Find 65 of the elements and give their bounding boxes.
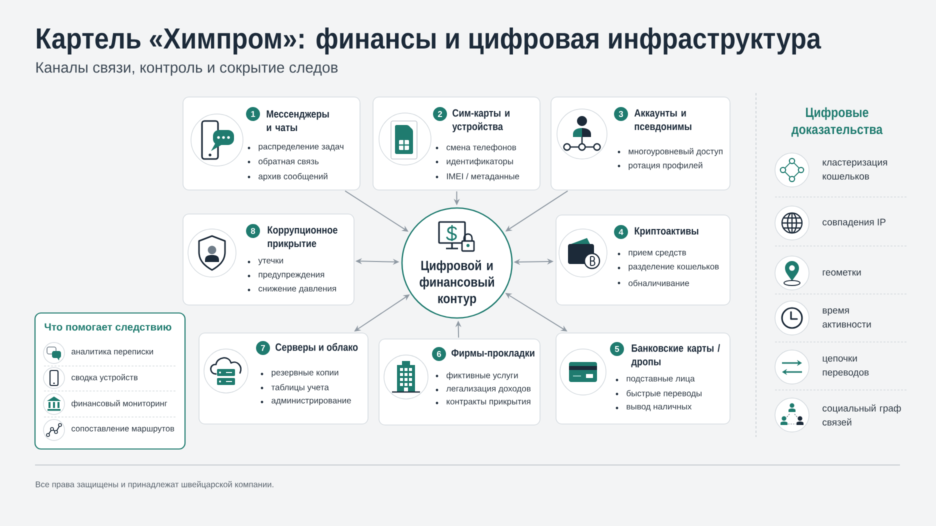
list-item: идентификаторы [446,158,513,166]
card-title: Сим-карты и устройства [452,109,510,132]
list-item: ротация профилей [628,162,702,170]
list-item: фиктивные услуги [446,372,518,380]
info-card [182,96,360,190]
list-item: IMEI / метаданные [447,173,520,181]
card-title: Банковские карты / дропы [631,344,720,368]
list-item: контракты прикрытия [446,400,530,406]
list-item: быстрые переводы [626,390,702,398]
list-item: аналитика переписки [72,350,153,356]
list-item: финансовый мониторинг [72,400,168,408]
info-card [182,214,354,306]
evidence-item: совпадения IP [822,218,886,228]
list-item: смена телефонов [446,144,516,152]
list-item: многоуровневый доступ [628,148,722,156]
list-item: подставные лица [626,376,695,384]
list-item: распределение задач [258,144,344,152]
info-card [556,332,730,424]
number-badge: 1 [246,107,260,121]
info-card [378,338,540,426]
list-item: легализация доходов [446,386,531,394]
list-item: прием средств [628,250,686,258]
list-item: сопоставление маршрутов [72,426,174,434]
evidence-item: цепочки переводов [822,356,869,378]
hub-circle [401,207,513,319]
panel-heading: Что помогает следствию [44,323,172,333]
number-badge: 5 [610,342,624,356]
number-badge: 2 [433,107,447,121]
panel-heading: Цифровые доказательства [792,107,883,137]
list-item: предупреждения [258,272,324,280]
subtitle: Каналы связи, контроль и сокрытие следов [36,62,338,76]
card-title: Коррупционное прикрытие [268,226,338,250]
evidence-item: кластеризация кошельков [822,160,888,180]
list-item: утечки [258,258,283,266]
footer-note: Все права защищены и принадлежат швейцарской компании. [36,481,274,489]
list-item: вывод наличных [626,404,692,412]
list-item: резервные копии [272,370,338,378]
card-title: Аккаунты и псевдонимы [634,109,692,132]
evidence-item: социальный граф связей [822,404,901,426]
list-item: сводка устройств [72,374,138,382]
list-item: разделение кошельков [628,264,719,272]
card-title: Фирмы-прокладки [452,349,534,359]
info-card [556,214,730,306]
info-card [198,332,368,424]
number-badge: 7 [256,341,270,355]
title: Картель «Химпром»: финансы и цифровая инфраструктура [36,27,822,55]
info-card [550,96,730,190]
hub-label: Цифровой и финансовый контур [420,260,494,306]
list-item: обратная связь [258,158,319,166]
evidence-item: время активности [822,308,871,328]
evidence-item: геометки [822,270,861,276]
card-title: Серверы и облако [276,343,358,353]
number-badge: 8 [246,224,260,238]
number-badge: 4 [614,225,628,239]
list-item: таблицы учета [271,384,329,392]
card-title: Криптоактивы [634,227,698,237]
info-panel [34,312,186,450]
list-item: снижение давления [258,286,336,294]
number-badge: 6 [432,347,446,361]
number-badge: 3 [614,107,628,121]
info-card [372,96,540,190]
card-title: Мессенджеры и чаты [266,110,329,132]
list-item: обналичивание [628,280,690,286]
list-item: администрирование [272,398,351,406]
list-item: архив сообщений [258,172,328,182]
